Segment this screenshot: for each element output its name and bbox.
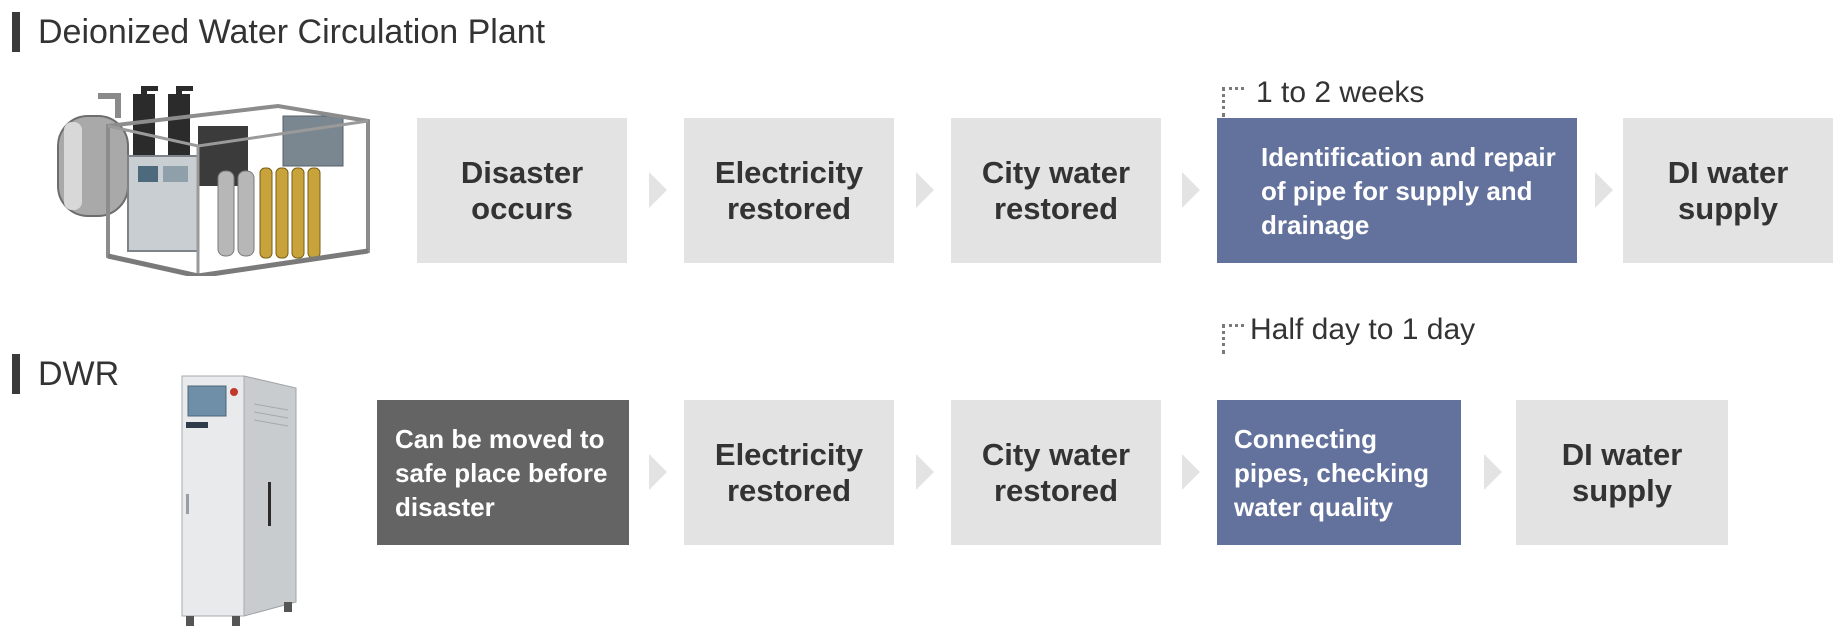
arrow-icon: [1182, 172, 1200, 208]
arrow-icon: [916, 454, 934, 490]
dwr-step-3: City water restored: [951, 400, 1161, 545]
arrow-icon: [1595, 172, 1613, 208]
dwr-section: DWR Half day to 1 day Can be moved to sa…: [0, 313, 1842, 630]
duration-bracket-icon: [1222, 324, 1244, 354]
plant-section: Deionized Water Circulation Plant: [0, 0, 1842, 300]
arrow-icon: [649, 454, 667, 490]
arrow-icon: [649, 172, 667, 208]
plant-step-3: City water restored: [951, 118, 1161, 263]
arrow-icon: [916, 172, 934, 208]
plant-step-4: Identification and repair of pipe for su…: [1217, 118, 1577, 263]
dwr-section-title: DWR: [12, 354, 119, 394]
duration-bracket-icon: [1222, 87, 1244, 117]
dwr-step-5: DI water supply: [1516, 400, 1728, 545]
plant-section-title: Deionized Water Circulation Plant: [12, 12, 545, 52]
arrow-icon: [1182, 454, 1200, 490]
dwr-step-4: Connecting pipes, checking water quality: [1217, 400, 1461, 545]
dwr-unit-illustration: [181, 375, 297, 626]
dwr-step-1: Can be moved to safe place before disast…: [377, 400, 629, 545]
plant-step-1: Disaster occurs: [417, 118, 627, 263]
plant-step-5: DI water supply: [1623, 118, 1833, 263]
di-water-plant-illustration: [57, 86, 370, 276]
dwr-step-2: Electricity restored: [684, 400, 894, 545]
plant-step-2: Electricity restored: [684, 118, 894, 263]
arrow-icon: [1484, 454, 1502, 490]
